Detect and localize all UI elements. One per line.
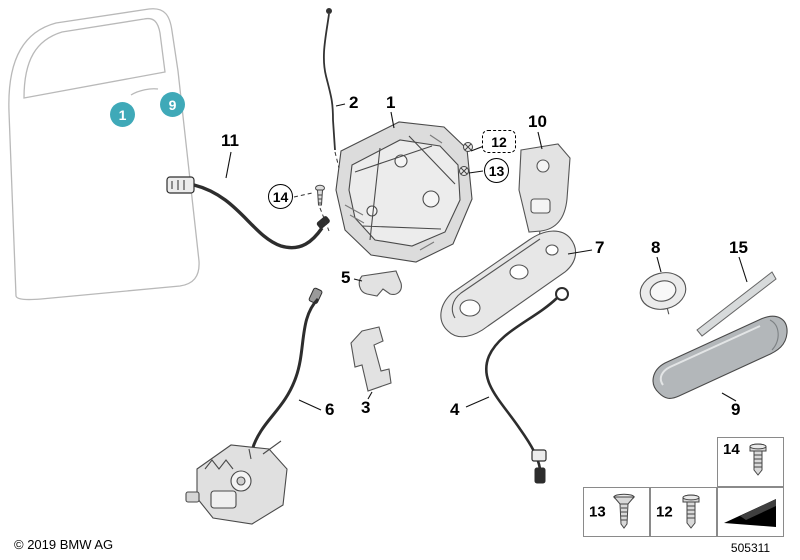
cover-cap-part bbox=[639, 272, 687, 315]
callout-screw12[interactable]: 12 bbox=[482, 130, 516, 153]
lock-screws bbox=[459, 142, 473, 176]
callout-rod[interactable]: 2 bbox=[349, 93, 359, 112]
diagram-number: 505311 bbox=[730, 541, 771, 555]
door-outline bbox=[8, 8, 200, 301]
callout-carrier7[interactable]: 7 bbox=[595, 238, 605, 257]
seal-strip-part bbox=[696, 271, 777, 337]
bracket-3-part bbox=[350, 326, 392, 392]
callout-lock[interactable]: 1 bbox=[386, 93, 396, 112]
callout-cable11[interactable]: 11 bbox=[221, 131, 239, 150]
callout-clip5[interactable]: 5 bbox=[341, 268, 351, 287]
copyright-text: © 2019 BMW AG bbox=[14, 537, 114, 552]
legend-box-screw14[interactable]: 14 bbox=[717, 437, 784, 487]
badge-handle-location[interactable]: 9 bbox=[160, 92, 185, 117]
callout-door-brake[interactable]: 10 bbox=[528, 112, 547, 131]
legend-label-13: 13 bbox=[589, 503, 606, 521]
legend-label-12: 12 bbox=[656, 503, 673, 521]
outer-handle-part bbox=[652, 315, 788, 399]
bowden-cable-11-part bbox=[166, 176, 330, 250]
badge-lock-location[interactable]: 1 bbox=[110, 102, 135, 127]
callout-bracket3[interactable]: 3 bbox=[361, 398, 371, 417]
door-brake-part bbox=[518, 143, 571, 245]
callout-handle9[interactable]: 9 bbox=[731, 400, 741, 419]
callout-cable6[interactable]: 6 bbox=[325, 400, 335, 419]
handle-carrier-part bbox=[440, 230, 577, 338]
dashed-assembly-lines bbox=[293, 151, 340, 232]
legend-label-14: 14 bbox=[723, 441, 740, 458]
lock-rod-part bbox=[323, 8, 336, 151]
wedge-symbol-icon bbox=[720, 491, 780, 540]
latch-actuator-part bbox=[185, 440, 288, 525]
bowden-cable-6-part bbox=[249, 287, 323, 460]
countersunk-screw-icon bbox=[607, 490, 641, 541]
screw-14-part bbox=[315, 184, 325, 206]
torx-screw-icon bbox=[674, 490, 708, 541]
callout-cover8[interactable]: 8 bbox=[651, 238, 661, 257]
callout-seal15[interactable]: 15 bbox=[729, 238, 748, 257]
callout-screw14[interactable]: 14 bbox=[268, 184, 293, 209]
callout-screw13[interactable]: 13 bbox=[484, 158, 509, 183]
leader-lines bbox=[225, 103, 748, 411]
door-lock-part bbox=[335, 121, 473, 263]
legend-box-wedge-symbol[interactable] bbox=[717, 487, 784, 537]
legend-box-screw13[interactable]: 13 bbox=[583, 487, 650, 537]
clip-5-part bbox=[358, 270, 402, 297]
pan-head-screw-icon bbox=[741, 440, 775, 489]
legend-box-screw12[interactable]: 12 bbox=[650, 487, 717, 537]
cable-4-part bbox=[484, 287, 569, 484]
callout-cable4[interactable]: 4 bbox=[450, 400, 460, 419]
